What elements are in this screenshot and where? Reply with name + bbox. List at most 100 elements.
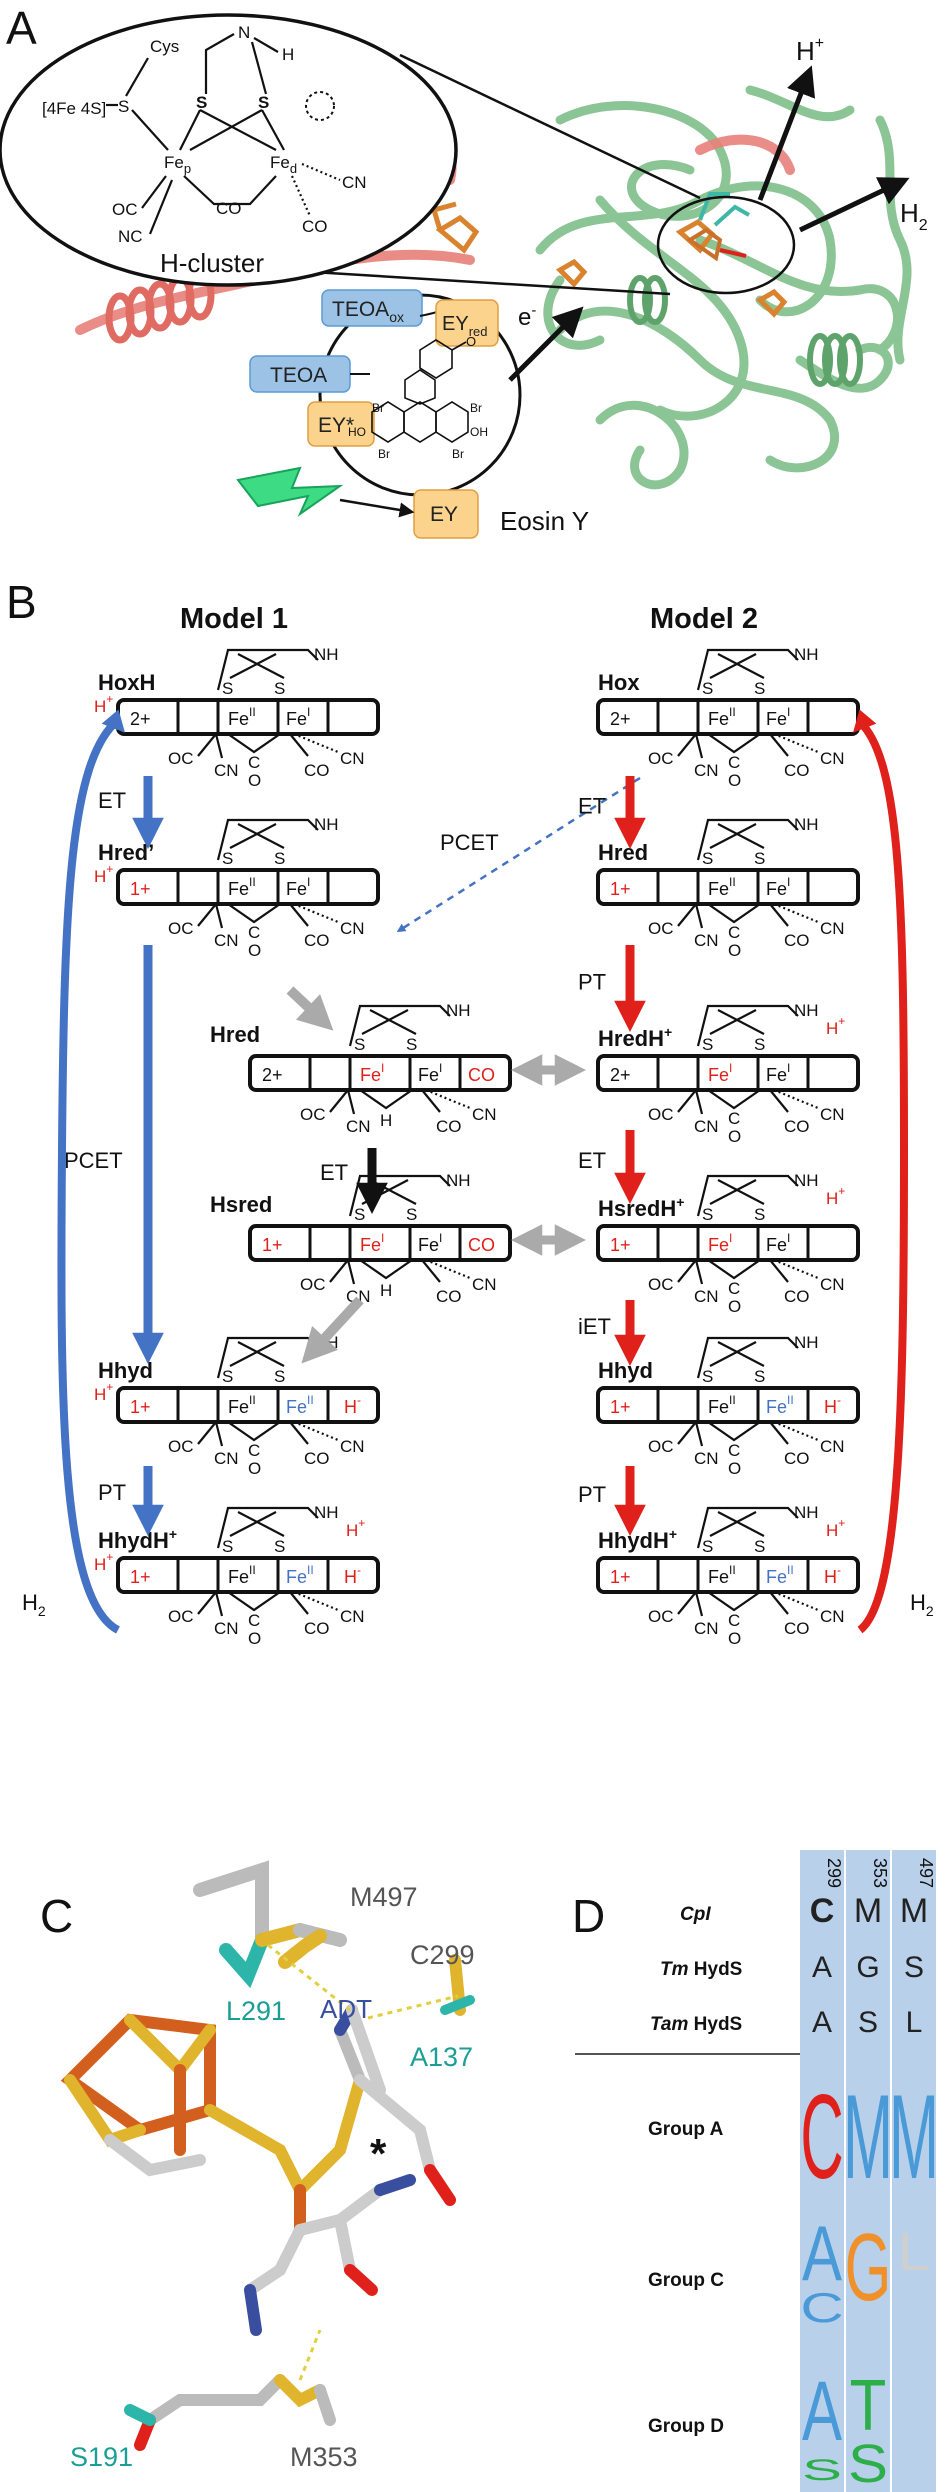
- oc-ligand: OC: [168, 1437, 194, 1456]
- nh-label: NH: [314, 1503, 339, 1522]
- nh-label: NH: [794, 645, 819, 664]
- state-m2-0: Hox: [598, 670, 640, 695]
- state-m2-2: HredH+: [598, 1024, 672, 1051]
- nh-proton-label: H+: [346, 1516, 365, 1540]
- residue-l291: L291: [226, 1996, 286, 2026]
- proton-label: H+: [94, 862, 113, 886]
- nh-label: NH: [794, 1503, 819, 1522]
- cn-ligand-right: CN: [340, 749, 365, 768]
- arrow-m2-1-head: [614, 1000, 646, 1033]
- row-0-letter-2: M: [900, 1892, 928, 1930]
- state-center-1: Hsred: [210, 1192, 272, 1217]
- panel-d-letter: D: [572, 1890, 605, 1942]
- charge-cell: 1+: [610, 1235, 631, 1255]
- nh-proton-label: H+: [826, 1014, 845, 1038]
- h-plus-label: H+: [796, 35, 824, 66]
- hydride-cell: H-: [824, 1393, 841, 1417]
- bridging-o: O: [728, 1297, 741, 1316]
- s-left: S: [702, 1537, 713, 1556]
- row-0-letter-0: C: [810, 1892, 835, 1930]
- active-site-sticks: [60, 1860, 475, 2451]
- cn-ligand-left: CN: [346, 1117, 371, 1136]
- fe4s4-label: [4Fe 4S]: [42, 99, 106, 118]
- cn-ligand-right: CN: [340, 1437, 365, 1456]
- s-left: S: [222, 1537, 233, 1556]
- logo-a-m1: M: [843, 2070, 893, 2204]
- oc-ligand: OC: [648, 1607, 674, 1626]
- cn-ligand-left: CN: [694, 1117, 719, 1136]
- cn-ligand-left: CN: [214, 761, 239, 780]
- oc-ligand: OC: [300, 1105, 326, 1124]
- eosin-br-2: Br: [470, 401, 482, 415]
- ey-red-box: [435, 299, 499, 347]
- eosin-molecule: [371, 339, 469, 443]
- nh-label: NH: [446, 1171, 471, 1190]
- arrow-m1-pcet-head: [132, 1332, 164, 1365]
- arrow-grey-hred-head: [296, 994, 334, 1031]
- eosin-y-label: Eosin Y: [500, 506, 589, 536]
- cn-ligand-right: CN: [340, 919, 365, 938]
- oc-left-label: OC: [112, 200, 138, 219]
- arrow-grey-hhyd-head: [301, 1326, 338, 1364]
- s-right: S: [274, 849, 285, 868]
- arrow-m1-h2-return: [57, 716, 121, 1634]
- s-right: S: [754, 679, 765, 698]
- logo-c-l: L: [897, 2222, 930, 2283]
- eosin-ho: HO: [348, 425, 366, 439]
- asterisk-marker: *: [370, 2130, 387, 2177]
- cluster-box: [596, 1556, 860, 1594]
- eosin-o-label: O: [466, 334, 476, 349]
- bridging-c: C: [248, 1441, 260, 1460]
- charge-cell: 2+: [610, 1065, 631, 1085]
- s-right: S: [274, 1537, 285, 1556]
- co-ligand-right: CO: [784, 1619, 810, 1638]
- s-right: S: [754, 849, 765, 868]
- oc-ligand: OC: [648, 1105, 674, 1124]
- fe-distal-cell: FeI: [766, 705, 790, 729]
- light-bolt-icon: [236, 466, 344, 517]
- state-m1-1: Hred’: [98, 840, 154, 865]
- charge-cell: 1+: [610, 1567, 631, 1587]
- fe-proximal-cell: FeII: [228, 875, 256, 899]
- cluster-box: [116, 1386, 380, 1424]
- fe-distal-cell: FeII: [286, 1393, 314, 1417]
- s-right: S: [754, 1035, 765, 1054]
- proton-label: H+: [94, 1380, 113, 1404]
- oc-ligand: OC: [168, 919, 194, 938]
- nh-label: NH: [314, 815, 339, 834]
- charge-cell: 1+: [610, 1397, 631, 1417]
- column-299: 299: [824, 1858, 844, 1888]
- bridging-c: C: [728, 1109, 740, 1128]
- bridging-o: O: [248, 771, 261, 790]
- h-cluster-structure: Cys [4Fe 4S] S N H S S Fep Fed OC NC CO: [42, 23, 367, 278]
- cn-ligand-left: CN: [694, 1619, 719, 1638]
- residue-m353: M353: [290, 2442, 358, 2472]
- bridging-o: O: [248, 941, 261, 960]
- cn-ligand-right: CN: [820, 1105, 845, 1124]
- fe-distal-cell: FeII: [766, 1563, 794, 1587]
- ey-star-label: EY*: [318, 414, 354, 437]
- ey-red-label: EYred: [442, 313, 487, 339]
- electron-label: e-: [518, 302, 536, 331]
- cluster-box: [248, 1054, 512, 1092]
- s-left: S: [702, 849, 713, 868]
- cn-ligand-left: CN: [694, 931, 719, 950]
- oc-ligand: OC: [648, 1437, 674, 1456]
- proton-label: H+: [94, 692, 113, 716]
- charge-cell: 2+: [130, 709, 151, 729]
- state-m1-3: HhydH+: [98, 1526, 177, 1553]
- nh-label: NH: [794, 1171, 819, 1190]
- bridging-hydride: H: [380, 1281, 392, 1300]
- logo-c-c: C: [800, 2284, 843, 2331]
- s-right: S: [754, 1367, 765, 1386]
- arrow-m2-4-head: [614, 1504, 646, 1537]
- oc-ligand: OC: [300, 1275, 326, 1294]
- eosin-br-4: Br: [452, 447, 464, 461]
